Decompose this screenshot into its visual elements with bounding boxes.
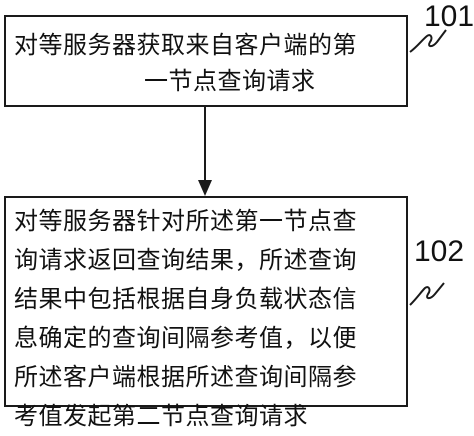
step-102-line-1: 对等服务器针对所述第一节点查 xyxy=(14,207,357,235)
step-101-line-1: 对等服务器获取来自客户端的第 xyxy=(14,31,357,59)
step-102-line-4: 息确定的查询间隔参考值，以便 xyxy=(14,324,357,352)
ref-label-101: 101 xyxy=(424,0,474,33)
step-101-text: 对等服务器获取来自客户端的第 一节点查询请求 xyxy=(14,27,400,99)
step-102-line-3: 结果中包括根据自身负载状态信 xyxy=(14,285,357,313)
ref-label-102: 102 xyxy=(414,235,465,268)
step-102-line-5: 所述客户端根据所述查询间隔参 xyxy=(14,363,357,391)
flow-arrow-head xyxy=(198,180,212,196)
step-102-line-6: 考值发起第二节点查询请求 xyxy=(14,402,308,430)
ref-leader-101 xyxy=(409,29,447,53)
ref-leader-102 xyxy=(409,282,445,306)
step-102-line-2: 询请求返回查询结果，所述查询 xyxy=(14,246,357,274)
step-101-box: 对等服务器获取来自客户端的第 一节点查询请求 xyxy=(4,15,408,107)
step-101-line-2: 一节点查询请求 xyxy=(144,67,316,95)
connector-layer xyxy=(198,29,447,306)
step-102-box: 对等服务器针对所述第一节点查 询请求返回查询结果，所述查询 结果中包括根据自身负… xyxy=(4,196,408,430)
step-102-text: 对等服务器针对所述第一节点查 询请求返回查询结果，所述查询 结果中包括根据自身负… xyxy=(14,202,400,436)
